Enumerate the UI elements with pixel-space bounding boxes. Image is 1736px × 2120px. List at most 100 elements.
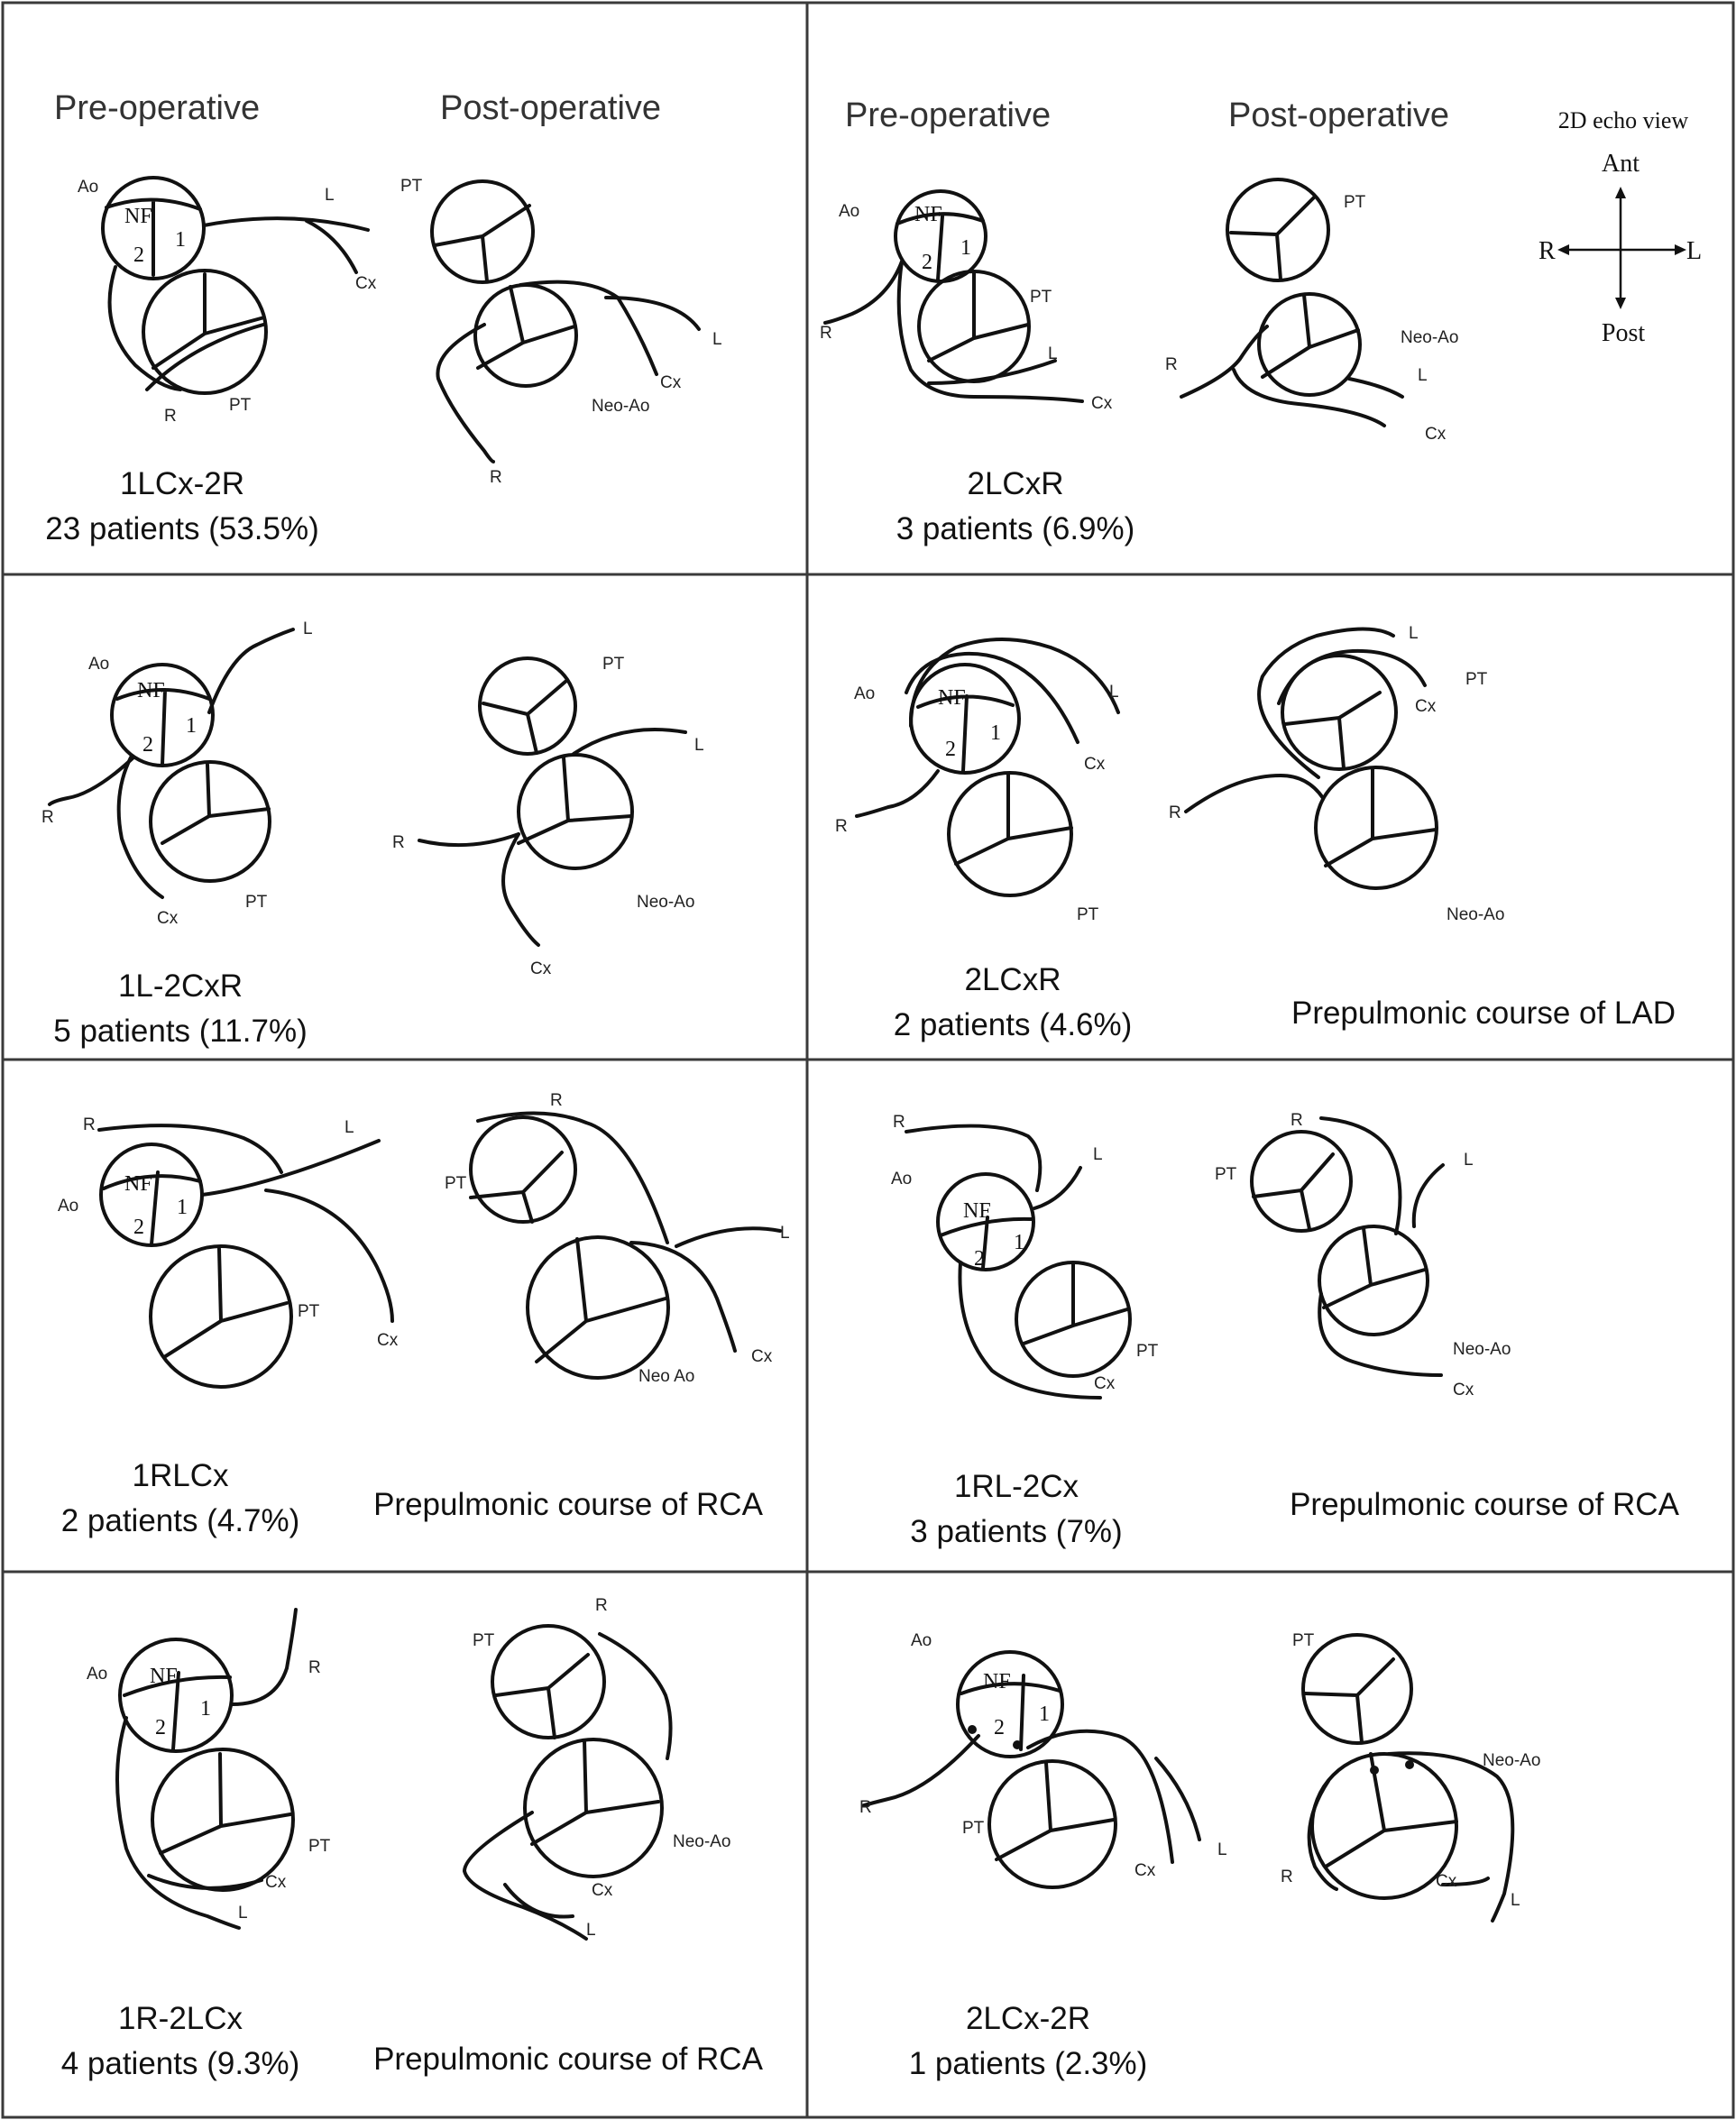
nf-cusp-label: NF <box>150 1665 178 1688</box>
pt-label: PT <box>445 1174 467 1193</box>
pt-label: PT <box>1136 1342 1159 1361</box>
compass-arrows <box>1557 187 1686 309</box>
cusp-1-label: 1 <box>1039 1702 1050 1726</box>
right-coronary-artery <box>107 265 182 391</box>
left-main-artery <box>202 216 370 232</box>
right-coronary-artery <box>862 1734 980 1807</box>
r-label: R <box>1165 355 1178 374</box>
l-label: L <box>1511 1891 1520 1910</box>
r-label: R <box>41 808 54 827</box>
cusp-1-label: 1 <box>186 714 197 738</box>
neo-aorta-circle <box>1257 292 1362 397</box>
ostium-dot <box>1013 1740 1022 1749</box>
neo-ao-label: Neo-Ao <box>1401 328 1458 347</box>
patient-count: 3 patients (6.9%) <box>896 511 1135 546</box>
right-coronary-artery <box>598 1632 673 1760</box>
cusp-2-label: 2 <box>133 1216 144 1239</box>
neo-aorta-circle <box>526 1235 670 1380</box>
pt-label: PT <box>1465 670 1488 689</box>
l-label: L <box>238 1904 248 1923</box>
post-operative-diagram: R PT L Neo-Ao Cx <box>1215 1111 1511 1400</box>
left-main-artery <box>1257 627 1395 779</box>
left-main-artery <box>927 359 1057 385</box>
pulmonary-trunk-circle <box>151 1748 295 1892</box>
neo-aorta-circle <box>1310 1752 1458 1900</box>
cx-label: Cx <box>1436 1872 1457 1891</box>
cx-label: Cx <box>1091 394 1113 413</box>
r-label: R <box>83 1115 96 1134</box>
r-label: R <box>1169 803 1181 822</box>
left-main-artery <box>1347 377 1404 399</box>
r-label: R <box>1291 1111 1303 1130</box>
nf-cusp-label: NF <box>124 205 152 228</box>
circumflex-artery <box>958 1261 1102 1400</box>
nf-cusp-label: NF <box>137 679 165 702</box>
l-label: L <box>1409 624 1419 643</box>
orientation-compass: 2D echo view Ant Post R L <box>1539 107 1702 347</box>
circumflex-artery <box>519 280 658 376</box>
ao-label: Ao <box>911 1631 932 1650</box>
l-label: L <box>712 330 722 349</box>
cusp-1-label: 1 <box>175 228 186 252</box>
panel-1L-2CxR: Ao NF 2 1 L R Cx PT PT L R Neo-Ao <box>41 619 704 1049</box>
cusp-2-label: 2 <box>142 733 153 757</box>
right-coronary-artery <box>823 260 904 325</box>
pulmonary-trunk-circle <box>149 760 271 883</box>
cusp-2-label: 2 <box>994 1716 1005 1739</box>
echo-view-title: 2D echo view <box>1558 107 1689 133</box>
panel-caption: 1R-2LCx <box>118 2001 243 2036</box>
cx-label: Cx <box>1084 755 1106 774</box>
cx-label: Cx <box>1094 1374 1116 1393</box>
right-coronary-artery <box>855 769 940 818</box>
left-main-artery <box>1387 1751 1515 1923</box>
l-label: L <box>1418 366 1428 385</box>
neo-aorta-circle <box>473 283 578 388</box>
pt-label: PT <box>298 1302 320 1321</box>
panel-1RL-2Cx: R Ao L NF 2 1 PT Cx R PT L Neo-Ao <box>891 1111 1680 1549</box>
nf-cusp-label: NF <box>938 686 966 710</box>
right-coronary-artery <box>1184 774 1325 813</box>
aorta-circle <box>118 1638 234 1753</box>
pre-operative-diagram: Ao NF 2 1 L Cx R PT <box>835 638 1120 924</box>
cusp-1-label: 1 <box>1014 1231 1024 1254</box>
neo-ao-label: Neo-Ao <box>637 893 694 912</box>
nf-cusp-label: NF <box>963 1199 991 1223</box>
ostium-dot <box>968 1725 977 1734</box>
circumflex-artery <box>1441 1877 1490 1886</box>
post-operative-diagram: PT Neo-Ao R Cx L <box>1281 1631 1540 1923</box>
ao-label: Ao <box>78 178 98 197</box>
panel-2LCxR-a: Pre-operative Post-operative 2D echo vie… <box>820 96 1702 546</box>
left-direction-label: L <box>1686 237 1702 265</box>
circumflex-artery <box>501 832 540 947</box>
cusp-1-label: 1 <box>990 721 1001 745</box>
cx-label: Cx <box>660 373 682 392</box>
pre-operative-diagram: Ao NF 2 1 L Cx R PT <box>78 176 377 426</box>
panel-caption: 1RLCx <box>133 1458 229 1493</box>
pt-label: PT <box>1030 288 1052 307</box>
cusp-1-label: 1 <box>960 236 971 260</box>
right-coronary-artery <box>436 323 495 463</box>
pt-label: PT <box>1292 1631 1315 1650</box>
right-coronary-artery <box>1319 1116 1402 1235</box>
circumflex-artery <box>1026 1729 1174 1864</box>
pt-label: PT <box>962 1819 985 1838</box>
l-label: L <box>694 736 704 755</box>
r-label: R <box>164 407 177 426</box>
pre-operative-diagram: Ao NF 2 1 R PT Cx L <box>87 1608 331 1930</box>
l-label: L <box>1093 1145 1103 1164</box>
circumflex-artery <box>115 1716 241 1930</box>
course-note: Prepulmonic course of RCA <box>1290 1487 1679 1522</box>
post-operative-diagram: L PT Cx R Neo-Ao <box>1169 624 1504 924</box>
ao-label: Ao <box>87 1665 107 1684</box>
pt-label: PT <box>1077 905 1099 924</box>
pt-commissure-line <box>145 323 265 391</box>
pt-label: PT <box>245 893 268 912</box>
neo-ao-label: Neo-Ao <box>673 1832 730 1851</box>
r-label: R <box>835 817 848 836</box>
post-operative-diagram: PT Neo-Ao L Cx R <box>400 177 722 487</box>
l-label: L <box>1217 1840 1227 1859</box>
cx-label: Cx <box>355 274 377 293</box>
cusp-2-label: 2 <box>133 243 144 267</box>
nf-cusp-label: NF <box>914 203 942 226</box>
